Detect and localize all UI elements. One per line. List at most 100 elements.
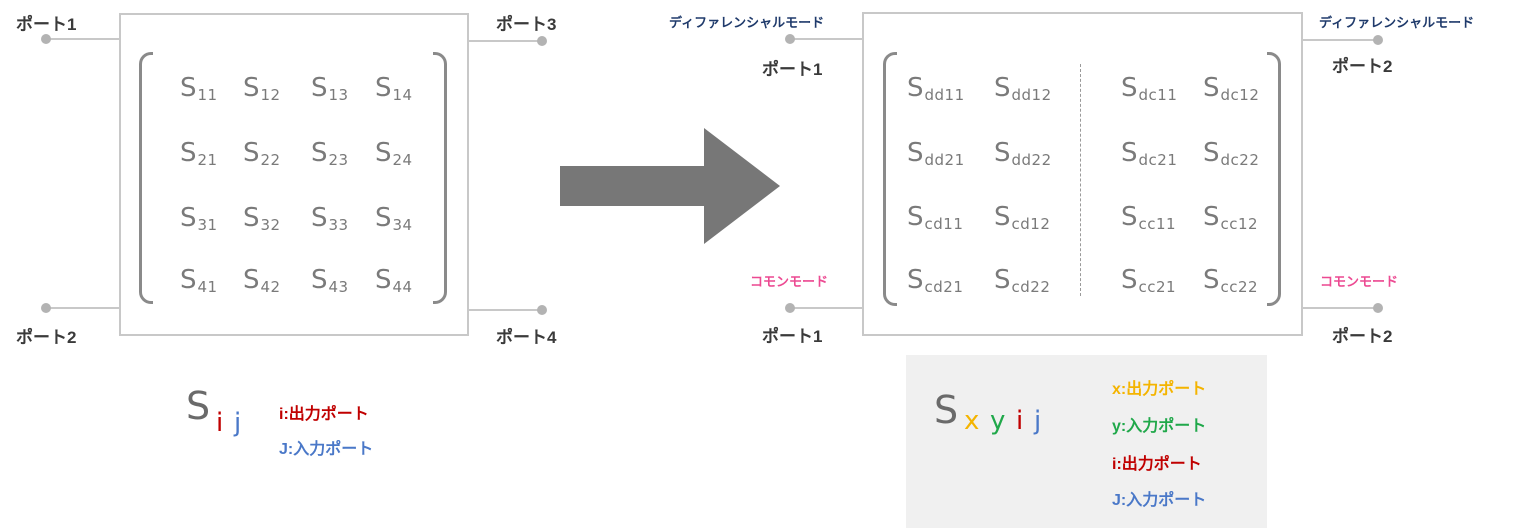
- right-port1-diff-line: [790, 38, 863, 40]
- right-port1-com-line: [790, 307, 863, 309]
- matrix-cell-symbol: S: [311, 265, 328, 295]
- left-legend-j: J:入力ポート: [279, 441, 374, 458]
- matrix-cell-subscript: dc12: [1220, 86, 1260, 104]
- matrix-cell: S13: [311, 68, 381, 108]
- right-diff-mode-label-left: ディファレンシャルモード: [669, 15, 825, 30]
- matrix-cell-symbol: S: [180, 138, 197, 168]
- right-notation-y: y: [990, 406, 1006, 436]
- right-port2-com-terminal: [1373, 303, 1383, 313]
- matrix-cell-symbol: S: [243, 73, 260, 103]
- matrix-cell-symbol: S: [180, 203, 197, 233]
- matrix-cell-subscript: 42: [260, 278, 281, 296]
- matrix-cell: Scc12: [1203, 197, 1293, 237]
- matrix-cell-symbol: S: [375, 203, 392, 233]
- left-notation-j: j: [234, 408, 242, 438]
- matrix-cell: Scc22: [1203, 260, 1293, 300]
- matrix-cell-subscript: 12: [260, 86, 281, 104]
- right-port2-diff-line: [1302, 39, 1378, 41]
- right-notation-i: i: [1016, 406, 1024, 436]
- matrix-cell-symbol: S: [994, 138, 1011, 168]
- matrix-cell-subscript: cc22: [1220, 278, 1259, 296]
- matrix-cell: S23: [311, 133, 381, 173]
- left-port1-terminal: [41, 34, 51, 44]
- matrix-cell: S34: [375, 198, 445, 238]
- matrix-cell-symbol: S: [311, 138, 328, 168]
- right-legend-x: x:出力ポート: [1112, 381, 1207, 398]
- matrix-cell-subscript: cd12: [1011, 215, 1051, 233]
- matrix-cell: S12: [243, 68, 313, 108]
- matrix-cell: S24: [375, 133, 445, 173]
- matrix-cell-symbol: S: [311, 73, 328, 103]
- left-port4-line: [468, 309, 542, 311]
- matrix-cell-symbol: S: [1203, 73, 1220, 103]
- matrix-cell-symbol: S: [907, 138, 924, 168]
- left-port3-label: ポート3: [496, 15, 557, 34]
- matrix-cell-subscript: cc11: [1138, 215, 1177, 233]
- matrix-cell-symbol: S: [1121, 202, 1138, 232]
- matrix-cell-symbol: S: [1203, 202, 1220, 232]
- matrix-cell: S31: [180, 198, 250, 238]
- matrix-cell: S11: [180, 68, 250, 108]
- matrix-cell-symbol: S: [243, 138, 260, 168]
- matrix-cell: S14: [375, 68, 445, 108]
- matrix-cell-subscript: dc11: [1138, 86, 1178, 104]
- right-legend-y: y:入力ポート: [1112, 418, 1207, 435]
- matrix-cell-symbol: S: [994, 73, 1011, 103]
- matrix-cell: S44: [375, 260, 445, 300]
- left-port4-label: ポート4: [496, 328, 557, 347]
- left-matrix-bracket-close: [433, 52, 447, 304]
- matrix-cell-subscript: cc21: [1138, 278, 1177, 296]
- right-port2-com-label: ポート2: [1332, 327, 1393, 346]
- matrix-cell: Sdc11: [1121, 68, 1211, 108]
- left-port2-terminal: [41, 303, 51, 313]
- right-diff-mode-label-right: ディファレンシャルモード: [1319, 15, 1475, 30]
- right-legend-i: i:出力ポート: [1112, 456, 1202, 473]
- matrix-cell: Sdc21: [1121, 133, 1211, 173]
- matrix-cell-subscript: cd22: [1011, 278, 1051, 296]
- matrix-cell: S32: [243, 198, 313, 238]
- right-notation-panel: [906, 355, 1267, 528]
- matrix-cell-symbol: S: [375, 265, 392, 295]
- matrix-cell: S41: [180, 260, 250, 300]
- matrix-cell-subscript: dc22: [1220, 151, 1260, 169]
- right-port1-com-label: ポート1: [762, 327, 823, 346]
- matrix-cell-subscript: 34: [392, 216, 413, 234]
- matrix-cell: Sdd12: [994, 68, 1084, 108]
- matrix-cell-symbol: S: [243, 203, 260, 233]
- matrix-cell-symbol: S: [1203, 265, 1220, 295]
- matrix-cell-subscript: 41: [197, 278, 218, 296]
- matrix-cell-subscript: 11: [197, 86, 218, 104]
- matrix-cell-subscript: cc12: [1220, 215, 1259, 233]
- matrix-cell-subscript: 33: [328, 216, 349, 234]
- right-port2-diff-label: ポート2: [1332, 57, 1393, 76]
- matrix-cell: Sdd11: [907, 68, 997, 108]
- matrix-cell-subscript: 13: [328, 86, 349, 104]
- right-port1-diff-terminal: [785, 34, 795, 44]
- matrix-cell-subscript: 22: [260, 151, 281, 169]
- matrix-cell: Scd22: [994, 260, 1084, 300]
- matrix-cell-subscript: 14: [392, 86, 413, 104]
- matrix-cell-symbol: S: [907, 73, 924, 103]
- matrix-cell: Scd11: [907, 197, 997, 237]
- matrix-cell-subscript: 32: [260, 216, 281, 234]
- matrix-cell-subscript: 31: [197, 216, 218, 234]
- left-port4-terminal: [537, 305, 547, 315]
- matrix-cell-symbol: S: [994, 265, 1011, 295]
- matrix-cell: S22: [243, 133, 313, 173]
- left-port2-label: ポート2: [16, 328, 77, 347]
- matrix-cell: Sdc22: [1203, 133, 1293, 173]
- matrix-cell: Sdd21: [907, 133, 997, 173]
- matrix-cell: S43: [311, 260, 381, 300]
- matrix-cell-symbol: S: [180, 73, 197, 103]
- matrix-cell-symbol: S: [1121, 265, 1138, 295]
- matrix-cell-subscript: 43: [328, 278, 349, 296]
- left-port1-label: ポート1: [16, 15, 77, 34]
- right-legend-j: J:入力ポート: [1112, 492, 1207, 509]
- right-matrix-bracket-close: [1267, 52, 1281, 306]
- left-matrix-bracket-open: [139, 52, 153, 304]
- right-notation-x: x: [964, 406, 980, 436]
- matrix-cell-symbol: S: [907, 202, 924, 232]
- matrix-cell-subscript: 21: [197, 151, 218, 169]
- matrix-cell: Sdc12: [1203, 68, 1293, 108]
- right-port1-com-terminal: [785, 303, 795, 313]
